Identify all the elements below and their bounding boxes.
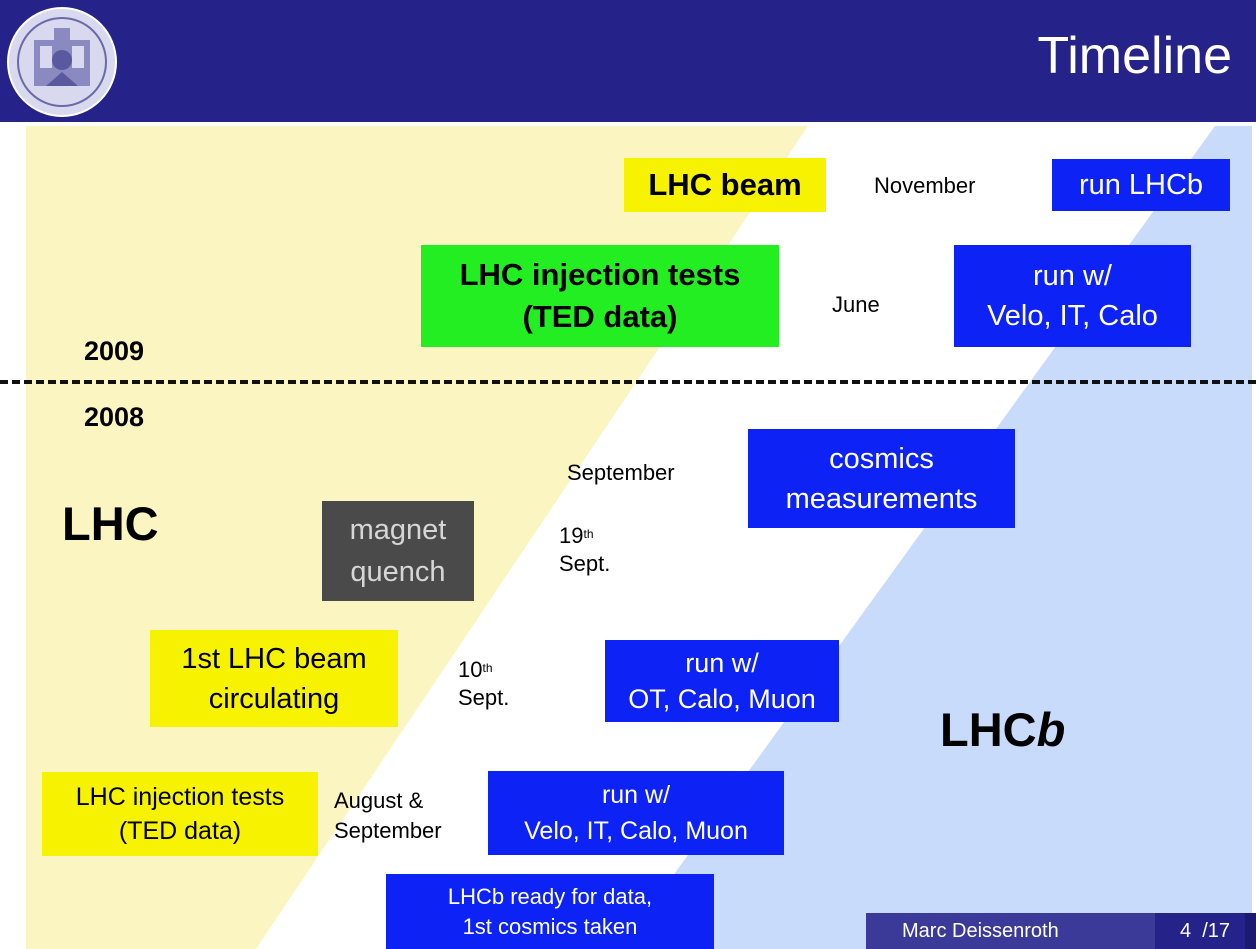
lhc-beam-box: LHC beam	[624, 158, 826, 212]
university-seal-icon	[7, 7, 117, 117]
header-bar	[0, 0, 1256, 122]
june-label: June	[832, 292, 880, 317]
run-lhcb-box: run LHCb	[1052, 159, 1230, 211]
lhcb-ready-box: LHCb ready for data,1st cosmics taken	[386, 874, 714, 949]
left-margin	[0, 126, 26, 949]
footer-author: Marc Deissenroth	[902, 920, 1059, 942]
september-label: September	[567, 460, 675, 485]
header-divider	[0, 122, 1256, 126]
run-velo-it-calo-muon-box: run w/Velo, IT, Calo, Muon	[488, 771, 784, 855]
lhc-injection-tests-2009-box: LHC injection tests(TED data)	[421, 245, 779, 347]
lhcb-lane-label: LHCb	[940, 703, 1066, 756]
sept-19-label: 19th Sept.	[559, 523, 611, 576]
lhc-injection-tests-2008-box: LHC injection tests(TED data)	[42, 772, 318, 856]
run-velo-it-calo-box: run w/Velo, IT, Calo	[954, 245, 1191, 347]
sept-10-label: 10th Sept.	[458, 657, 510, 710]
run-ot-calo-muon-box: run w/OT, Calo, Muon	[605, 640, 839, 722]
august-september-label: August & September	[334, 788, 442, 843]
november-label: November	[874, 173, 976, 198]
footer-page-bar	[1155, 913, 1245, 949]
footer-page-number: 4 /17	[1180, 920, 1231, 942]
year-2008-label: 2008	[84, 402, 145, 432]
page-title: Timeline	[1037, 27, 1232, 85]
footer-author-bar	[866, 913, 1155, 949]
footer-edge	[1245, 913, 1256, 949]
lhc-lane-label: LHC	[62, 497, 159, 550]
year-divider	[0, 380, 1256, 384]
year-2009-label: 2009	[84, 336, 145, 366]
